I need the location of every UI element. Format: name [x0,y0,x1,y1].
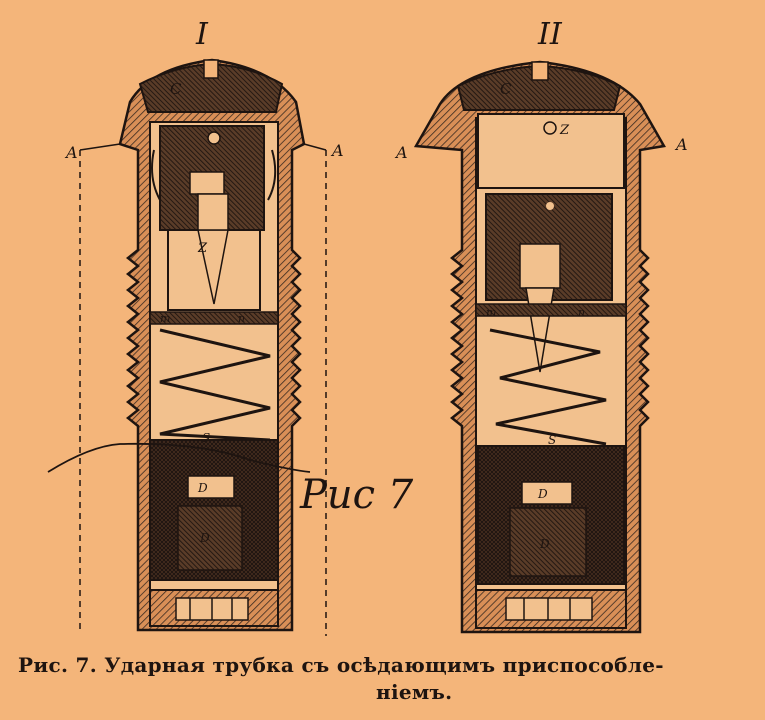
caption-line-1: Рис. 7. Ударная трубка съ осѣдающимъ при… [18,653,664,677]
panel-two-mark-z: Z [559,123,570,138]
figure-caption: Рис. 7. Ударная трубка съ осѣдающимъ при… [18,652,758,706]
panel-two-mark-m: m [486,306,496,319]
panel-one-mark-d-lower: D [199,531,210,545]
panel-two-mark-d-lower: D [539,537,550,551]
handwritten-note: Рис 7 [299,472,414,518]
panel-two-mark-d-upper: D [537,487,548,501]
handwritten-annotation: Рис 7 [47,442,414,518]
panel-one-mark-a-right: A [330,141,344,160]
caption-line-2: ніемъ. [376,680,453,704]
panel-two-mark-n: n [578,306,585,319]
panel-one-mark-d-upper: D [197,481,208,495]
panel-two-spring [489,328,607,446]
panel-one-numeral: I [195,17,209,52]
panel-one: I A A [64,17,344,636]
panel-one-mark-z: Z [197,241,208,256]
panel-one-mark-a-left: A [64,143,78,162]
panel-two: II A A C Z m n S D D [394,17,688,634]
panel-two-mark-s: S [548,433,556,447]
panel-one-spring [159,328,271,442]
panel-one-mark-c: C [170,80,182,98]
panel-two-mark-c: C [500,80,512,98]
panel-one-mark-m: m [160,312,170,325]
panel-two-numeral: II [537,17,563,52]
handwritten-stroke [47,442,311,473]
panel-one-mark-n: n [238,312,245,325]
panel-one-mark-s: S [202,431,210,445]
panel-two-mark-a-right: A [674,135,688,154]
panel-two-mark-a-left: A [394,143,408,162]
